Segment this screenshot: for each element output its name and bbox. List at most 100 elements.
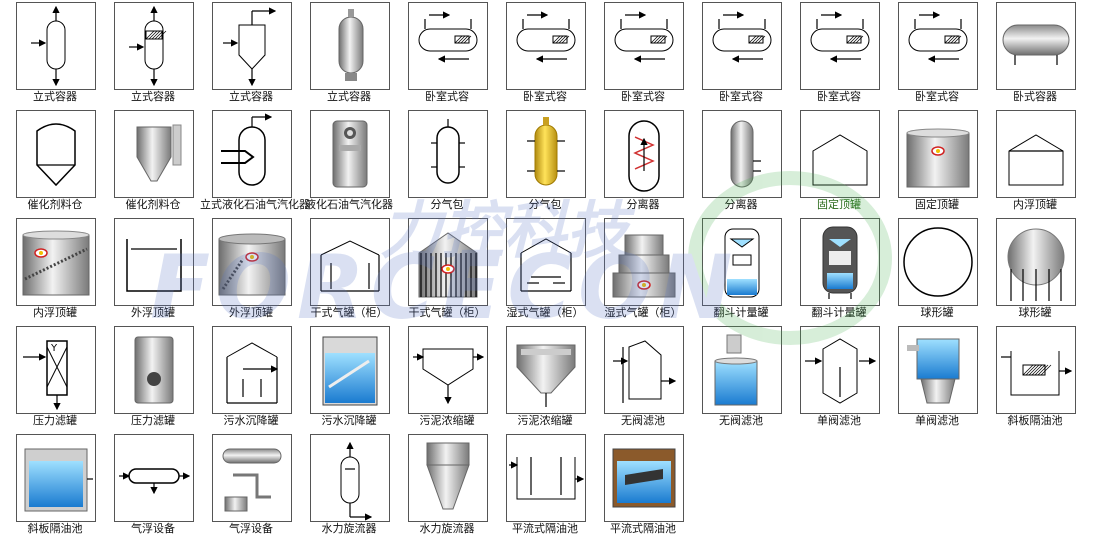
equipment-cell[interactable]: 分离器 [604,110,702,218]
equipment-tile[interactable]: Y [16,326,96,414]
equipment-cell[interactable]: 立式液化石油气汽化器 [200,110,310,218]
equipment-cell[interactable]: 卧室式容 [506,2,604,110]
equipment-tile[interactable] [506,434,586,522]
equipment-tile[interactable] [16,434,96,522]
equipment-cell[interactable]: 污水沉降罐 [212,326,310,434]
equipment-tile[interactable] [702,326,782,414]
equipment-cell[interactable]: 立式容器 [212,2,310,110]
equipment-cell[interactable]: 干式气罐（柜） [408,218,506,326]
equipment-cell[interactable]: 立式容器 [16,2,114,110]
equipment-cell[interactable]: 卧室式容 [898,2,996,110]
equipment-tile[interactable] [310,218,390,306]
equipment-cell[interactable]: 气浮设备 [114,434,212,542]
equipment-cell[interactable]: 污泥浓缩罐 [408,326,506,434]
equipment-cell[interactable]: 斜板隔油池 [996,326,1094,434]
equipment-cell[interactable]: 翻斗计量罐 [702,218,800,326]
equipment-cell[interactable]: 平流式隔油池 [506,434,604,542]
equipment-tile[interactable] [604,110,684,198]
equipment-tile[interactable] [996,2,1076,90]
equipment-cell[interactable]: 污水沉降罐 [310,326,408,434]
equipment-tile[interactable] [114,218,194,306]
equipment-tile[interactable] [604,218,684,306]
equipment-tile[interactable] [408,2,488,90]
equipment-cell[interactable]: 单阀滤池 [800,326,898,434]
equipment-tile[interactable] [702,218,782,306]
equipment-cell[interactable]: 气浮设备 [212,434,310,542]
equipment-tile[interactable] [800,2,880,90]
equipment-tile[interactable] [408,218,488,306]
equipment-tile[interactable] [310,326,390,414]
equipment-tile[interactable] [604,2,684,90]
equipment-cell[interactable]: 卧室式容 [408,2,506,110]
equipment-cell[interactable]: 固定顶罐 [898,110,996,218]
equipment-cell[interactable]: 液化石油气汽化器 [305,110,408,218]
equipment-cell[interactable]: 立式容器 [114,2,212,110]
equipment-tile[interactable] [212,110,292,198]
equipment-cell[interactable]: 催化剂料仓 [114,110,212,218]
equipment-tile[interactable] [898,218,978,306]
equipment-tile[interactable] [506,326,586,414]
equipment-cell[interactable]: 分气包 [408,110,506,218]
equipment-cell[interactable]: 卧室式容 [604,2,702,110]
equipment-tile[interactable] [114,326,194,414]
equipment-tile[interactable] [114,2,194,90]
equipment-tile[interactable] [898,326,978,414]
equipment-cell[interactable]: 外浮顶罐 [212,218,310,326]
equipment-tile[interactable] [212,326,292,414]
equipment-tile[interactable] [996,326,1076,414]
equipment-tile[interactable] [898,2,978,90]
equipment-cell[interactable]: 无阀滤池 [702,326,800,434]
equipment-tile[interactable] [702,110,782,198]
equipment-cell[interactable]: 湿式气罐（柜） [604,218,702,326]
equipment-tile[interactable] [800,326,880,414]
equipment-tile[interactable] [604,434,684,522]
equipment-tile[interactable] [408,326,488,414]
equipment-cell[interactable]: 湿式气罐（柜） [506,218,604,326]
equipment-cell[interactable]: 单阀滤池 [898,326,996,434]
equipment-tile[interactable] [604,326,684,414]
equipment-tile[interactable] [16,2,96,90]
equipment-cell[interactable]: 水力旋流器 [310,434,408,542]
equipment-cell[interactable]: 卧式容器 [996,2,1094,110]
equipment-tile[interactable] [310,434,390,522]
equipment-tile[interactable] [408,110,488,198]
equipment-tile[interactable] [310,2,390,90]
equipment-tile[interactable] [800,110,880,198]
equipment-tile[interactable] [212,218,292,306]
equipment-tile[interactable] [408,434,488,522]
equipment-cell[interactable]: 内浮顶罐 [996,110,1094,218]
equipment-cell[interactable]: 翻斗计量罐 [800,218,898,326]
equipment-cell[interactable]: 球形罐 [898,218,996,326]
equipment-cell[interactable]: 干式气罐（柜） [310,218,408,326]
equipment-cell[interactable]: 平流式隔油池 [604,434,702,542]
equipment-cell[interactable]: 卧室式容 [702,2,800,110]
equipment-tile[interactable] [506,2,586,90]
equipment-cell[interactable]: 水力旋流器 [408,434,506,542]
equipment-tile[interactable] [310,110,390,198]
equipment-cell[interactable]: 污泥浓缩罐 [506,326,604,434]
equipment-tile[interactable] [506,110,586,198]
equipment-tile[interactable] [114,110,194,198]
equipment-tile[interactable] [114,434,194,522]
equipment-tile[interactable] [16,218,96,306]
equipment-tile[interactable] [996,110,1076,198]
equipment-cell[interactable]: 球形罐 [996,218,1094,326]
equipment-tile[interactable] [800,218,880,306]
equipment-cell[interactable]: 固定顶罐 [800,110,898,218]
equipment-cell[interactable]: 催化剂料仓 [16,110,114,218]
equipment-cell[interactable]: 分离器 [702,110,800,218]
equipment-tile[interactable] [212,434,292,522]
equipment-cell[interactable]: 外浮顶罐 [114,218,212,326]
equipment-tile[interactable] [506,218,586,306]
equipment-tile[interactable] [702,2,782,90]
equipment-cell[interactable]: 斜板隔油池 [16,434,114,542]
equipment-cell[interactable]: 无阀滤池 [604,326,702,434]
equipment-tile[interactable] [898,110,978,198]
equipment-tile[interactable] [212,2,292,90]
equipment-cell[interactable]: 立式容器 [310,2,408,110]
equipment-tile[interactable] [16,110,96,198]
equipment-cell[interactable]: 分气包 [506,110,604,218]
equipment-cell[interactable]: 卧室式容 [800,2,898,110]
equipment-cell[interactable]: 内浮顶罐 [16,218,114,326]
